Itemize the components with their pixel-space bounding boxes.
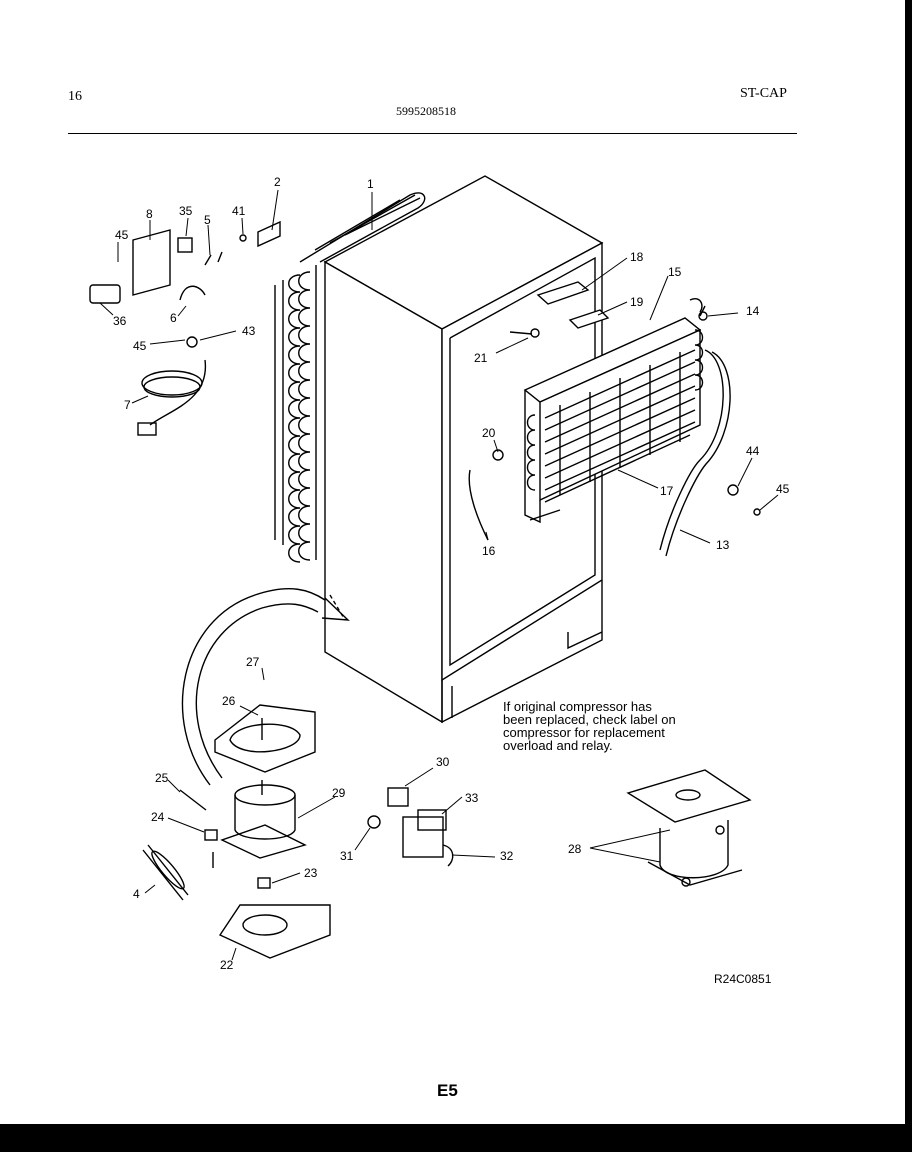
callout-44: 44 bbox=[746, 444, 760, 458]
callout-14: 14 bbox=[746, 304, 760, 318]
callout-45-upper: 45 bbox=[115, 228, 129, 242]
callout-43: 43 bbox=[242, 324, 256, 338]
callout-35: 35 bbox=[179, 204, 193, 218]
relay-overload-drawing bbox=[367, 787, 454, 867]
callout-32: 32 bbox=[500, 849, 514, 863]
compressor-drawing bbox=[142, 704, 331, 959]
evaporator-drawing bbox=[523, 298, 704, 524]
callout-labels: 1 2 4 5 6 7 8 13 14 15 16 17 18 19 20 21… bbox=[113, 175, 790, 972]
section-code: ST-CAP bbox=[740, 86, 787, 101]
callout-26: 26 bbox=[222, 694, 236, 708]
drawing-reference: R24C0851 bbox=[714, 972, 772, 986]
callout-7: 7 bbox=[124, 398, 131, 412]
callout-31: 31 bbox=[340, 849, 354, 863]
callout-6: 6 bbox=[170, 311, 177, 325]
scan-edge-bottom bbox=[0, 1124, 912, 1152]
callout-1: 1 bbox=[367, 177, 374, 191]
page-number: 16 bbox=[68, 89, 82, 104]
callout-16: 16 bbox=[482, 544, 496, 558]
control-parts-drawing bbox=[89, 220, 281, 436]
callout-24: 24 bbox=[151, 810, 165, 824]
callout-30: 30 bbox=[436, 755, 450, 769]
callout-23: 23 bbox=[304, 866, 318, 880]
callout-21: 21 bbox=[474, 351, 488, 365]
alt-compressor-drawing bbox=[626, 769, 752, 887]
page-id: E5 bbox=[437, 1081, 458, 1100]
compressor-note: If original compressor has been replaced… bbox=[503, 699, 676, 753]
callout-18: 18 bbox=[630, 250, 644, 264]
part-number: 5995208518 bbox=[396, 104, 456, 118]
callout-36: 36 bbox=[113, 314, 127, 328]
callout-41: 41 bbox=[232, 204, 246, 218]
callout-8: 8 bbox=[146, 207, 153, 221]
callout-28: 28 bbox=[568, 842, 582, 856]
drain-tube-drawing bbox=[659, 349, 724, 551]
parts-diagram-page: 16 5995208518 ST-CAP bbox=[68, 86, 797, 1100]
flow-arrow-drawing bbox=[181, 588, 350, 786]
callout-25: 25 bbox=[155, 771, 169, 785]
callout-2: 2 bbox=[274, 175, 281, 189]
callout-33: 33 bbox=[465, 791, 479, 805]
scan-edge-right bbox=[905, 0, 912, 1152]
callout-20: 20 bbox=[482, 426, 496, 440]
callout-45-right: 45 bbox=[776, 482, 790, 496]
leader-lines bbox=[99, 189, 779, 961]
cabinet-drawing bbox=[323, 175, 604, 724]
header-divider bbox=[68, 133, 797, 134]
callout-17: 17 bbox=[660, 484, 674, 498]
callout-13: 13 bbox=[716, 538, 730, 552]
callout-45-middle: 45 bbox=[133, 339, 147, 353]
callout-27: 27 bbox=[246, 655, 260, 669]
callout-4: 4 bbox=[133, 887, 140, 901]
callout-19: 19 bbox=[630, 295, 644, 309]
exploded-view-diagram: 1 2 4 5 6 7 8 13 14 15 16 17 18 19 20 21… bbox=[89, 175, 790, 972]
callout-15: 15 bbox=[668, 265, 682, 279]
condenser-coil-drawing bbox=[274, 192, 426, 563]
callout-22: 22 bbox=[220, 958, 234, 972]
callout-5: 5 bbox=[204, 213, 211, 227]
callout-29: 29 bbox=[332, 786, 346, 800]
